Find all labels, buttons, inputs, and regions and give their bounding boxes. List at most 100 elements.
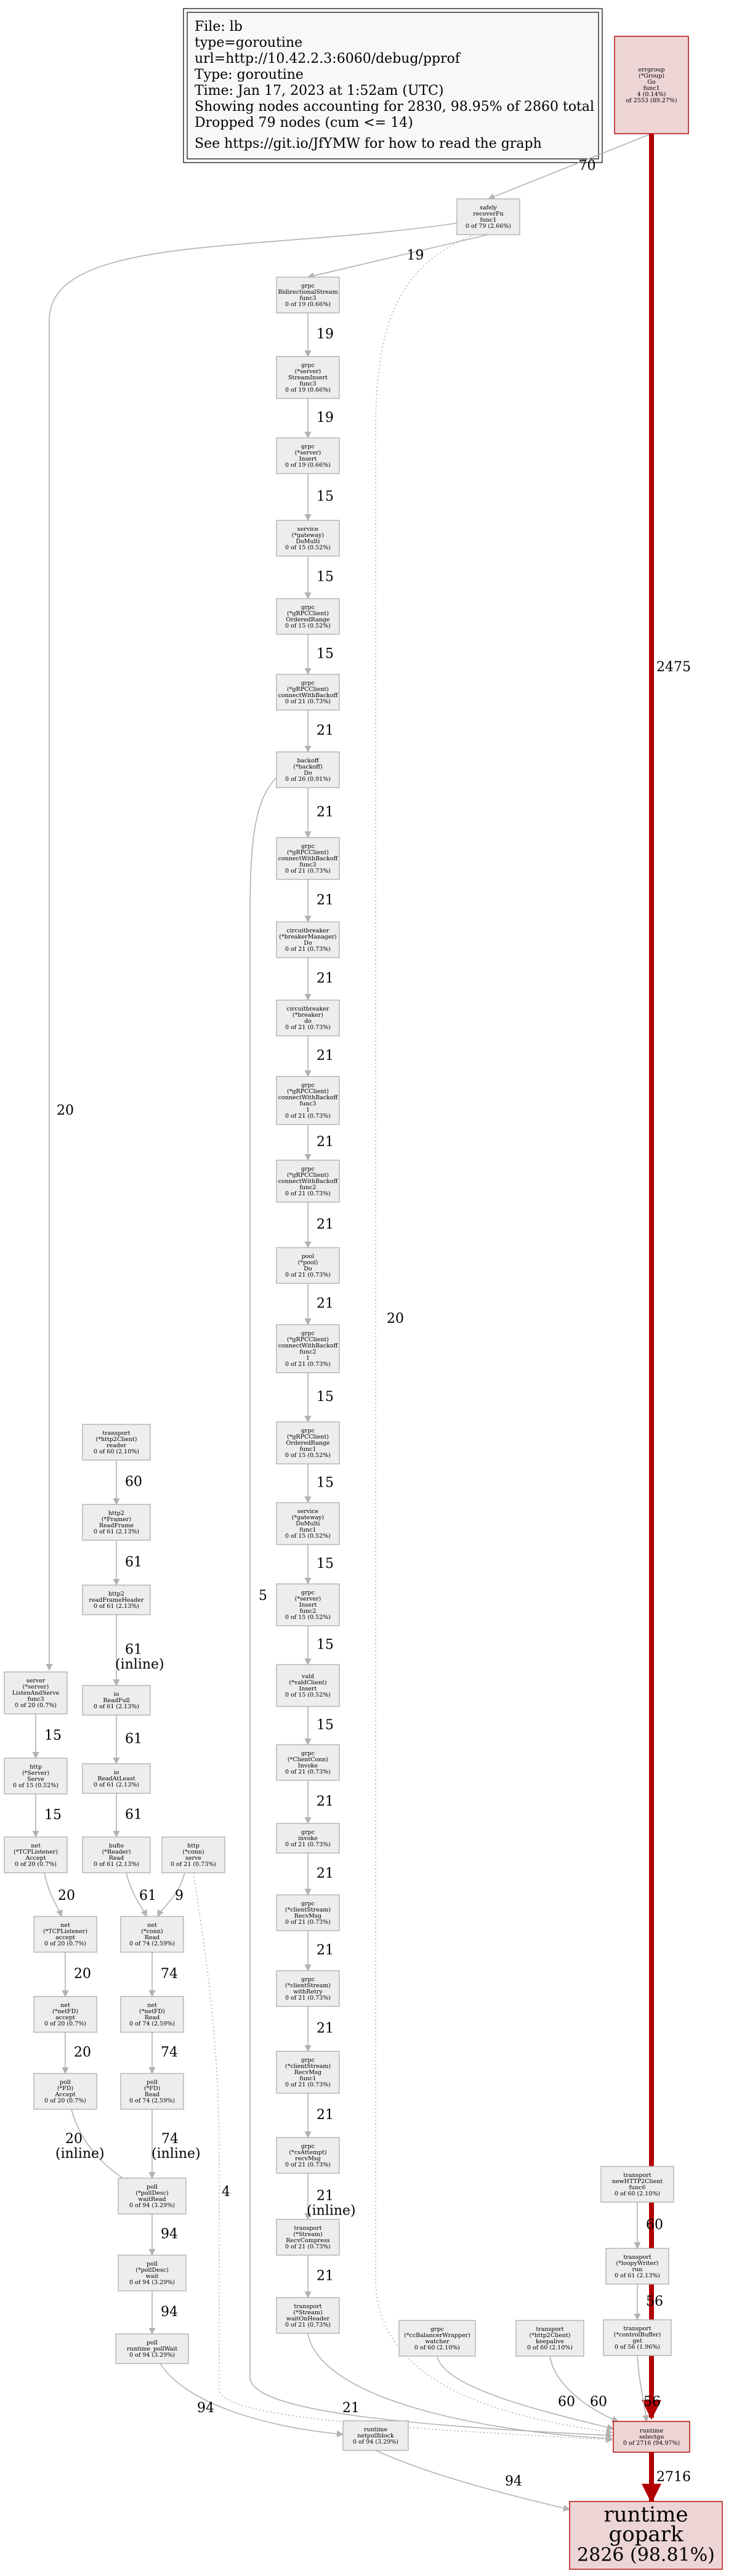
node-box [276,520,340,557]
edge-label: 2716 [656,2469,691,2485]
edge-label: 15 [317,1637,334,1653]
edge-orderedRangeF1-to-svcDoF1: 15 [304,1464,334,1504]
edge-label: 15 [44,1728,62,1743]
node-label-line: 1 [306,1107,310,1113]
node-label-line: (*gRPCClient) [287,849,329,856]
node-box [33,2073,97,2110]
edge-label: 15 [317,570,334,585]
node-label-line: (*conn) [182,1849,204,1855]
node-box [276,1583,340,1626]
node-label-line: connectWithBackoff [278,855,339,862]
legend-line: url=http://10.42.2.3:6060/debug/pprof [195,51,461,67]
node-label-line: accept [55,2014,75,2021]
edge-label: 15 [317,1389,334,1405]
node-label-line: func2 [299,1349,316,1355]
edge-label: 61 [125,1807,142,1823]
edge-svcDoF1-to-insertF2: 15 [304,1544,334,1585]
edge-label: 61 [125,1732,142,1747]
node-label-line: 0 of 15 (0.52%) [285,1452,331,1459]
node-label-line: func2 [299,1608,316,1615]
edge-csaRecvMsg-to-recvCompress: 21(inline) [304,2173,356,2221]
node-label-line: (*Group) [639,73,664,79]
edge-label-inline: (inline) [115,1657,164,1673]
legend-line: Time: Jan 17, 2023 at 1:52am (UTC) [195,83,444,99]
node-box [276,277,340,313]
node-label-line: serve [185,1855,201,1862]
edge-invoke-to-csRecvMsg: 21 [304,1853,334,1896]
node-label-line: transport [102,1430,130,1437]
edge-netFDaccept-to-pollAccept: 20 [62,2032,91,2075]
node-box [33,1916,97,1953]
node-label-line: (*TCPListener) [43,1928,87,1935]
node-box [276,1247,340,1284]
node-label-line: (*netFD) [52,2008,78,2015]
edge-label: 21 [317,2107,334,2123]
node-label-line: http [30,1764,42,1770]
edge-bidi-to-streamInsert: 19 [304,313,334,358]
node-box [118,2255,187,2291]
node-label-line: Go [647,79,656,86]
edge-label: 4 [222,2184,230,2200]
edge-line [71,2109,131,2184]
node-box [33,1996,97,2033]
edge-label: 21 [317,1794,334,1809]
node-label-line: (*conn) [141,1928,163,1935]
node-label-line: func1 [299,1446,316,1453]
node-label-line: of 2553 (89.27%) [626,97,677,104]
node-label-line: Read [145,2091,160,2098]
node-box [276,837,340,880]
edge-keepalive-to-selectgo: 60 [549,2356,619,2423]
node-label-line: grpc [301,1900,315,1907]
node-label-line: Insert [299,1602,317,1609]
node-box [613,2421,690,2453]
edge-bufioRead-to-connRead: 61 [126,1872,156,1918]
edge-label: 21 [317,1134,334,1150]
node-label-line: Read [109,1855,124,1862]
node-box [120,1996,184,2033]
node-label-line: (*gRPCClient) [287,1088,329,1095]
edge-label: 20 [58,1888,75,1904]
edge-label: 60 [646,2218,663,2233]
node-label-line: 0 of 21 (0.73%) [285,946,331,953]
node-label-line: watcher [425,2338,450,2345]
node-label-line: 0 of 21 (0.73%) [285,2243,331,2250]
node-label-line: connectWithBackoff [278,692,339,699]
edge-label: 19 [407,248,424,264]
edge-line [437,2356,615,2431]
node-label-line: net [147,2002,157,2009]
node-label-line: RecvCompress [286,2237,330,2244]
edge-label: 20 [65,2131,83,2147]
edge-label: 15 [317,1476,334,1491]
node-label-line: reader [107,1442,127,1449]
edge-recvCompress-to-waitHeader: 21 [304,2255,334,2299]
edge-serverLAS-to-httpSrvServe: 15 [32,1714,62,1759]
node-label-line: Do [304,940,312,947]
edge-line [307,234,489,280]
edge-selectgo-to-gopark: 2716 [642,2452,691,2504]
edge-valdInsert-to-ccInvoke: 15 [304,1706,334,1746]
node-label-line: 0 of 15 (0.52%) [285,1533,331,1540]
node-label-line: func1 [299,2075,316,2082]
node-box [276,1076,340,1125]
edge-label: 56 [643,2394,661,2410]
node-label-line: func1 [480,217,496,224]
legend-box: File: lb type=goroutine url=http://10.42… [183,8,603,163]
node-label-line: grpc [301,283,315,289]
node-label-line: Invoke [298,1762,318,1769]
node-label-line: 0 of 21 (0.73%) [285,2162,331,2168]
node-label-line: 0 of 94 (3.29%) [129,2202,175,2209]
node-label-line: service [297,526,319,533]
node-label-line: 0 of 20 (0.7%) [44,1940,86,1947]
